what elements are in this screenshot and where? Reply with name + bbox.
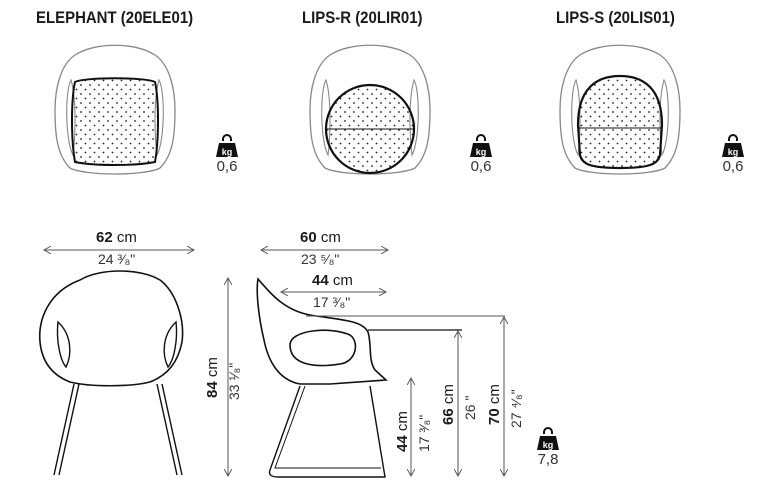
variant-title-lips-r: LIPS-R (20LIR01): [302, 8, 423, 27]
svg-text:kg: kg: [728, 147, 739, 157]
seat-depth-label: 44 cm: [312, 272, 353, 289]
weight-total: 7,8: [537, 451, 559, 468]
seat-height-label: 44 cm: [394, 411, 411, 452]
arm-height-label: 66 cm: [440, 384, 457, 425]
side-depth-inch: 23 ⁵⁄₈": [301, 251, 340, 267]
front-height-inch: 33 ¹⁄₈": [226, 362, 242, 400]
seat-height-inch: 17 ³⁄₈": [416, 414, 432, 452]
front-view: [38, 250, 228, 476]
svg-text:kg: kg: [476, 147, 487, 157]
elephant-top-view: [54, 44, 176, 175]
side-depth-label: 60 cm: [300, 229, 341, 246]
arm-height-inch: 26 ": [462, 395, 478, 420]
variant-title-lips-s: LIPS-S (20LIS01): [556, 8, 675, 27]
kg-icon-total: kg: [537, 427, 559, 450]
lips-s-top-view: [559, 44, 681, 175]
back-height-label: 70 cm: [486, 384, 503, 425]
lips-r-top-view: [309, 44, 431, 175]
side-view: [256, 250, 505, 478]
front-width-inch: 24 ³⁄₈": [98, 251, 136, 267]
weight-lips-s: 0,6: [722, 158, 744, 175]
svg-text:kg: kg: [543, 440, 554, 450]
weight-lips-r: 0,6: [470, 158, 492, 175]
kg-icon-elephant: kg: [216, 134, 238, 157]
back-height-inch: 27 ⁴⁄₈": [508, 389, 524, 428]
front-height-label: 84 cm: [204, 357, 221, 398]
weight-elephant: 0,6: [216, 158, 238, 175]
seat-depth-inch: 17 ³⁄₈": [313, 294, 351, 310]
svg-text:kg: kg: [222, 147, 233, 157]
kg-icon-lips-s: kg: [722, 134, 744, 157]
variant-title-elephant: ELEPHANT (20ELE01): [36, 8, 194, 27]
kg-icon-lips-r: kg: [470, 134, 492, 157]
front-width-label: 62 cm: [96, 229, 137, 246]
